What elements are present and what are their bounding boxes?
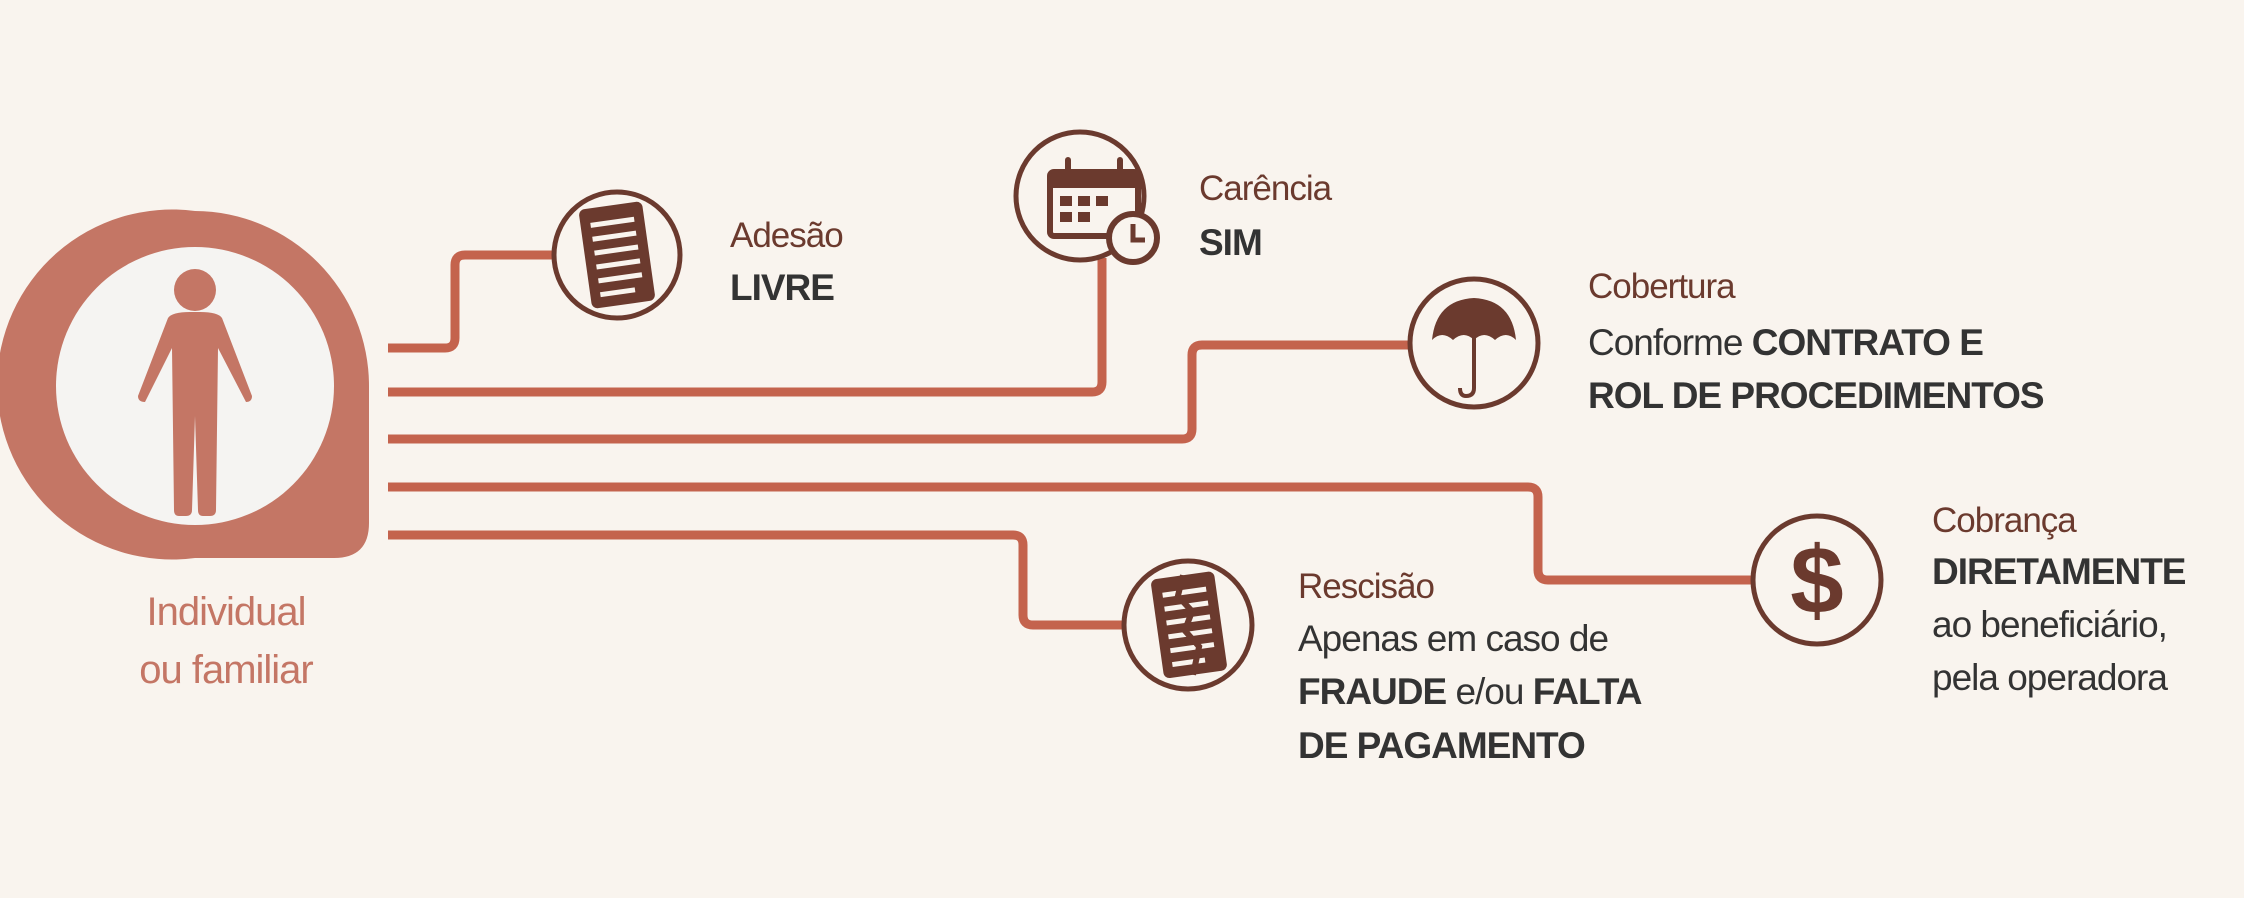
connector-cobranca — [388, 482, 1753, 585]
connector-rescisao — [388, 530, 1124, 630]
cobertura-line1: Conforme CONTRATO E — [1588, 322, 1983, 363]
rescisao-b1: FRAUDE — [1298, 671, 1446, 712]
torn-document-icon — [1151, 571, 1227, 679]
cobranca-line3: pela operadora — [1932, 657, 2168, 698]
connector-cobertura — [388, 340, 1410, 444]
cobranca-ring — [1750, 513, 1884, 647]
adesao-value: LIVRE — [730, 267, 834, 308]
connector-carencia — [388, 258, 1107, 397]
cobranca-label: Cobrança — [1932, 501, 2077, 540]
plan-type-line1: Individual — [146, 590, 305, 634]
rescisao-line3: DE PAGAMENTO — [1298, 725, 1585, 766]
person-icon — [138, 269, 252, 516]
umbrella-icon — [1432, 298, 1516, 399]
rescisao-label: Rescisão — [1298, 567, 1434, 606]
rescisao-mid: e/ou — [1446, 671, 1533, 712]
cobertura-value1: CONTRATO E — [1752, 322, 1984, 363]
carencia-label: Carência — [1199, 169, 1333, 208]
cobranca-value: DIRETAMENTE — [1932, 551, 2186, 592]
calendar-clock-icon — [1047, 157, 1160, 265]
connector-adesao — [388, 250, 555, 353]
cobertura-label: Cobertura — [1588, 267, 1736, 306]
rescisao-line1: Apenas em caso de — [1298, 618, 1608, 659]
carencia-value: SIM — [1199, 222, 1262, 263]
rescisao-line2: FRAUDE e/ou FALTA — [1298, 671, 1642, 712]
rescisao-b2: FALTA — [1533, 671, 1642, 712]
person-badge — [0, 209, 369, 560]
cobertura-pre: Conforme — [1588, 322, 1752, 363]
cobranca-line2: ao beneficiário, — [1932, 604, 2167, 645]
cobertura-value2: ROL DE PROCEDIMENTOS — [1588, 375, 2044, 416]
plan-type-line2: ou familiar — [139, 648, 313, 692]
document-icon — [579, 201, 655, 309]
adesao-label: Adesão — [730, 216, 843, 255]
dollar-icon: $ — [1790, 527, 1843, 634]
